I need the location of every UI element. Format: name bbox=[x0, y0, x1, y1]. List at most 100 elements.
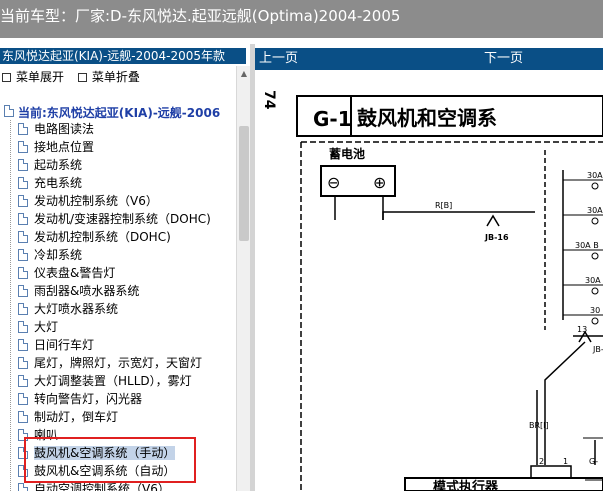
document-icon bbox=[18, 483, 28, 491]
pin-label: 2 bbox=[539, 457, 544, 466]
ground-label: G- bbox=[589, 457, 598, 466]
tree-item[interactable]: 大灯喷水器系统 bbox=[0, 300, 236, 318]
wiring-diagram: 74 G-1 鼓风机和空调系 蓄电池 ⊖ ⊕ R[B] JB-16 30A 30… bbox=[255, 70, 603, 491]
page-navigation: 上一页 下一页 bbox=[255, 48, 603, 70]
document-icon bbox=[18, 249, 28, 261]
document-icon bbox=[18, 159, 28, 171]
tree-item[interactable]: 接地点位置 bbox=[0, 138, 236, 156]
document-icon bbox=[18, 375, 28, 387]
tree-item[interactable]: 发动机/变速器控制系统（DOHC) bbox=[0, 210, 236, 228]
page-number: 74 bbox=[261, 90, 277, 110]
tree-item-label: 制动灯，倒车灯 bbox=[34, 410, 119, 424]
tree-item[interactable]: 自动空调控制系统（V6） bbox=[0, 480, 236, 491]
tree-item[interactable]: 发动机控制系统（V6） bbox=[0, 192, 236, 210]
junction-block-label: JB-16 bbox=[484, 233, 509, 242]
tree-item-label: 起动系统 bbox=[34, 158, 83, 172]
vertical-scrollbar[interactable]: ▲ bbox=[236, 66, 250, 491]
document-icon bbox=[18, 393, 28, 405]
model-header: 东风悦达起亚(KIA)-远舰-2004-2005年款 bbox=[0, 48, 246, 64]
tree-root-label: 当前:东风悦达起亚(KIA)-远舰-2006 bbox=[18, 106, 221, 120]
tree-item-label: 冷却系统 bbox=[34, 248, 83, 262]
tree-item-label: 发动机控制系统（V6） bbox=[34, 194, 158, 208]
tree-item-label: 大灯 bbox=[34, 320, 59, 334]
pane-splitter[interactable] bbox=[250, 44, 255, 491]
next-page-button[interactable]: 下一页 bbox=[484, 51, 524, 66]
tree-item-label: 鼓风机&空调系统（手动） bbox=[34, 446, 176, 460]
tree-item[interactable]: 充电系统 bbox=[0, 174, 236, 192]
tree-item[interactable]: 大灯 bbox=[0, 318, 236, 336]
pin-label: 1 bbox=[563, 457, 568, 466]
tree-item-label: 电路图读法 bbox=[34, 122, 95, 136]
tree-item[interactable]: 电路图读法 bbox=[0, 120, 236, 138]
tree-item-label: 接地点位置 bbox=[34, 140, 95, 154]
tree-item[interactable]: 大灯调整装置（HLLD），雾灯 bbox=[0, 372, 236, 390]
tree-item-label: 充电系统 bbox=[34, 176, 83, 190]
fuse-label: 30A bbox=[587, 171, 603, 180]
tree-item[interactable]: 鼓风机&空调系统（手动） bbox=[0, 444, 236, 462]
tree-item[interactable]: 仪表盘&警告灯 bbox=[0, 264, 236, 282]
tree-item[interactable]: 转向警告灯，闪光器 bbox=[0, 390, 236, 408]
diagram-code: G-1 bbox=[313, 107, 352, 131]
prev-page-button[interactable]: 上一页 bbox=[259, 51, 299, 66]
tree-item[interactable]: 雨刮器&喷水器系统 bbox=[0, 282, 236, 300]
document-icon bbox=[18, 285, 28, 297]
scroll-up-arrow-icon[interactable]: ▲ bbox=[240, 68, 248, 78]
tree-item-label: 鼓风机&空调系统（自动） bbox=[34, 464, 176, 478]
connector-number: 13 bbox=[577, 325, 587, 334]
battery-minus-icon: ⊖ bbox=[327, 173, 340, 192]
expand-menu-button[interactable]: 菜单展开 bbox=[2, 70, 64, 84]
document-icon bbox=[18, 321, 28, 333]
wire-label: R[B] bbox=[435, 201, 452, 210]
tree-root[interactable]: 当前:东风悦达起亚(KIA)-远舰-2006 bbox=[4, 104, 220, 121]
battery-label: 蓄电池 bbox=[329, 146, 365, 161]
tree-connector bbox=[10, 120, 11, 491]
document-icon bbox=[18, 267, 28, 279]
document-icon bbox=[18, 177, 28, 189]
document-icon bbox=[18, 429, 28, 441]
document-icon bbox=[18, 195, 28, 207]
document-icon bbox=[18, 141, 28, 153]
tree-item[interactable]: 发动机控制系统（DOHC) bbox=[0, 228, 236, 246]
fuse-label: 30 bbox=[590, 306, 600, 315]
tree-item-label: 大灯调整装置（HLLD），雾灯 bbox=[34, 374, 192, 388]
square-icon bbox=[2, 73, 11, 82]
scroll-thumb[interactable] bbox=[239, 126, 249, 241]
document-icon bbox=[18, 213, 28, 225]
document-icon bbox=[18, 231, 28, 243]
tree-item-label: 尾灯，牌照灯，示宽灯，天窗灯 bbox=[34, 356, 203, 370]
tree-item[interactable]: 起动系统 bbox=[0, 156, 236, 174]
document-icon bbox=[18, 339, 28, 351]
fuse-label: 30A bbox=[587, 206, 603, 215]
tree-item[interactable]: 尾灯，牌照灯，示宽灯，天窗灯 bbox=[0, 354, 236, 372]
square-icon bbox=[77, 73, 87, 82]
tree-item-label: 雨刮器&喷水器系统 bbox=[34, 284, 140, 298]
tree-item[interactable]: 冷却系统 bbox=[0, 246, 236, 264]
diagram-title: 鼓风机和空调系 bbox=[357, 106, 497, 130]
tree-item-label: 转向警告灯，闪光器 bbox=[34, 392, 143, 406]
collapse-menu-button[interactable]: 菜单折叠 bbox=[77, 70, 140, 84]
fuse-label: 30A bbox=[585, 276, 601, 285]
junction-block-label-2: JB-1 bbox=[592, 345, 603, 354]
tree-item-label: 大灯喷水器系统 bbox=[34, 302, 119, 316]
tree-item-label: 日间行车灯 bbox=[34, 338, 95, 352]
battery-plus-icon: ⊕ bbox=[373, 173, 386, 192]
tree-item[interactable]: 制动灯，倒车灯 bbox=[0, 408, 236, 426]
tree-item[interactable]: 日间行车灯 bbox=[0, 336, 236, 354]
left-navigation-pane: 东风悦达起亚(KIA)-远舰-2004-2005年款 菜单展开 菜单折叠 当前:… bbox=[0, 44, 250, 491]
document-icon bbox=[18, 357, 28, 369]
document-icon bbox=[18, 123, 28, 135]
tree-item-label: 自动空调控制系统（V6） bbox=[34, 482, 170, 491]
highlight-annotation-box bbox=[24, 437, 196, 483]
diagram-viewer: 上一页 下一页 74 G-1 鼓风机和空调系 蓄电池 ⊖ ⊕ R[B] JB-1… bbox=[255, 44, 603, 491]
document-icon bbox=[4, 105, 14, 117]
menu-controls: 菜单展开 菜单折叠 bbox=[2, 68, 150, 85]
fuse-label: 30A B bbox=[575, 241, 599, 250]
system-tree: 电路图读法接地点位置起动系统充电系统发动机控制系统（V6） 发动机/变速器控制系统… bbox=[0, 120, 236, 491]
tree-item-label: 仪表盘&警告灯 bbox=[34, 266, 116, 280]
tree-item-label: 发动机/变速器控制系统（DOHC) bbox=[34, 212, 211, 226]
tree-item-label: 发动机控制系统（DOHC) bbox=[34, 230, 171, 244]
document-icon bbox=[18, 411, 28, 423]
document-icon bbox=[18, 303, 28, 315]
window-title: 当前车型：厂家:D-东风悦达.起亚远舰(Optima)2004-2005 bbox=[0, 0, 603, 38]
mode-actuator-label: 模式执行器 bbox=[433, 479, 499, 491]
